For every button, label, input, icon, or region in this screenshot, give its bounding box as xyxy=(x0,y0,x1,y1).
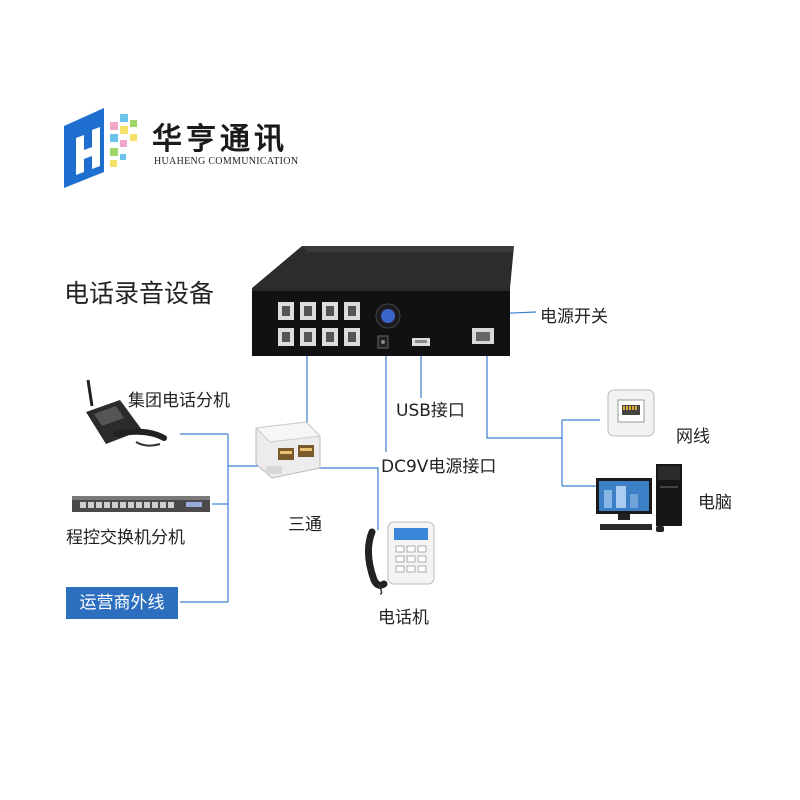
diagram-title: 电话录音设备 xyxy=(64,279,215,308)
huaheng-logo xyxy=(64,108,137,188)
label-network-cable: 网线 xyxy=(676,427,710,447)
label-pbx-extension: 程控交换机分机 xyxy=(66,528,185,548)
recording-device xyxy=(252,246,514,356)
label-dc-port: DC9V电源接口 xyxy=(381,457,497,477)
telephone-icon xyxy=(365,521,435,595)
brand-name-en: HUAHENG COMMUNICATION xyxy=(154,156,299,167)
network-port-icon xyxy=(607,389,655,437)
label-power-switch: 电源开关 xyxy=(540,307,608,327)
label-group-phone: 集团电话分机 xyxy=(128,391,230,411)
brand-name: 华亨通讯 xyxy=(152,122,288,157)
label-carrier-line: 运营商外线 xyxy=(66,587,178,619)
label-telephone: 电话机 xyxy=(378,608,429,628)
tee-adapter-icon xyxy=(254,421,322,479)
group-phone-icon xyxy=(86,379,167,447)
label-usb-port: USB接口 xyxy=(396,401,465,421)
label-tee: 三通 xyxy=(288,515,322,535)
pbx-switch-icon xyxy=(72,496,210,512)
label-computer: 电脑 xyxy=(698,493,732,513)
computer-icon xyxy=(596,464,682,532)
